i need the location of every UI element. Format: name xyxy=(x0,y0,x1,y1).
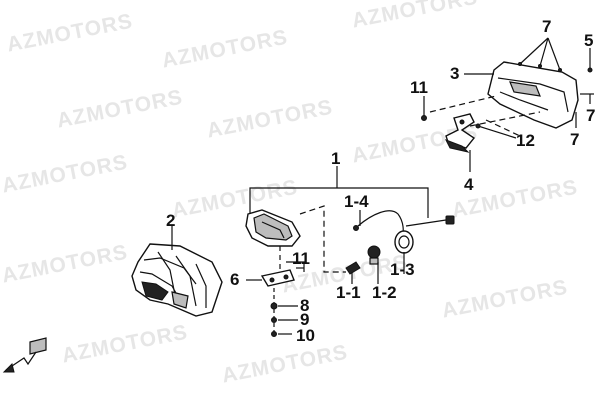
leaders-7 xyxy=(518,37,562,72)
bulb-socket xyxy=(394,230,414,254)
mount-bracket xyxy=(260,269,295,287)
callout-1: 1 xyxy=(331,149,340,168)
callout-11-lower: 11 xyxy=(292,249,310,268)
upper-cover xyxy=(487,61,579,129)
callout-1-1: 1-1 xyxy=(336,283,361,302)
callout-4: 4 xyxy=(464,175,474,194)
guide-line xyxy=(299,205,346,273)
bolt-icon xyxy=(587,67,593,73)
callout-9: 9 xyxy=(300,310,309,329)
headlight-housing xyxy=(245,209,301,247)
callout-1-4: 1-4 xyxy=(344,192,369,211)
cover-bracket xyxy=(444,113,476,153)
callout-6: 6 xyxy=(230,270,239,289)
leader-line xyxy=(477,125,517,139)
callout-1-2: 1-2 xyxy=(372,283,397,302)
callout-2: 2 xyxy=(166,211,175,230)
fastener-stack xyxy=(270,302,278,337)
bulb xyxy=(367,245,381,265)
leader-line xyxy=(286,261,305,272)
callout-8: 8 xyxy=(300,296,309,315)
guide-line xyxy=(469,111,541,127)
bracket-1 xyxy=(249,187,429,218)
callout-3: 3 xyxy=(450,64,459,83)
callout-1-3: 1-3 xyxy=(390,260,415,279)
callout-7-top: 7 xyxy=(542,17,551,36)
bolt-icon xyxy=(475,123,481,129)
callout-7-lower: 7 xyxy=(570,130,579,149)
callout-11-upper: 11 xyxy=(410,78,428,97)
front-direction-icon xyxy=(2,337,47,373)
callout-7-right: 7 xyxy=(586,106,595,125)
headlight-cover xyxy=(131,243,223,317)
callout-12: 12 xyxy=(516,131,535,150)
guide-line xyxy=(429,95,497,113)
small-bulb xyxy=(345,261,361,275)
callout-10: 10 xyxy=(296,326,315,345)
guide-line xyxy=(485,119,521,137)
callout-5: 5 xyxy=(584,31,593,50)
bolt-icon xyxy=(421,115,427,121)
